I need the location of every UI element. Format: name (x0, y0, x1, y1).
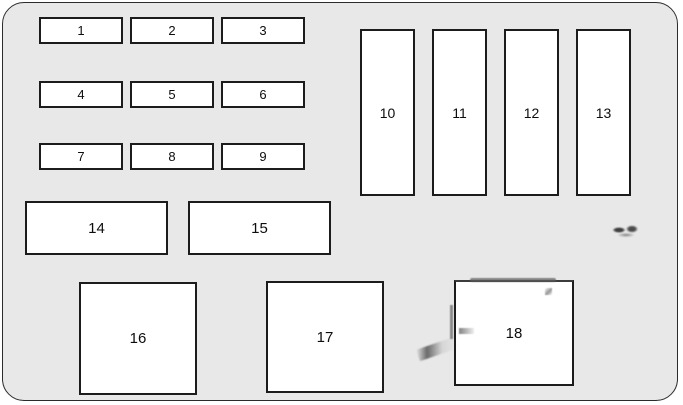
fuse-slot-label: 7 (77, 149, 85, 164)
fuse-slot-label: 15 (251, 219, 268, 237)
fuse-slot-1[interactable]: 1 (39, 17, 123, 44)
fuse-slot-label: 6 (259, 87, 267, 102)
fuse-slot-label: 16 (129, 330, 147, 347)
fuse-slot-label: 12 (523, 104, 540, 121)
fuse-slot-15[interactable]: 15 (188, 201, 331, 255)
fuse-slot-11[interactable]: 11 (432, 29, 487, 196)
fuse-slot-6[interactable]: 6 (221, 81, 305, 108)
fuse-slot-label: 4 (77, 87, 85, 102)
fuse-slot-3[interactable]: 3 (221, 17, 305, 44)
fuse-slot-12[interactable]: 12 (504, 29, 559, 196)
fuse-slot-label: 10 (379, 104, 396, 121)
fuse-slot-label: 9 (259, 149, 267, 164)
fuse-slot-4[interactable]: 4 (39, 81, 123, 108)
fuse-slot-17[interactable]: 17 (266, 281, 384, 393)
fuse-slot-7[interactable]: 7 (39, 143, 123, 170)
fuse-slot-label: 18 (505, 324, 523, 342)
fuse-slot-10[interactable]: 10 (360, 29, 415, 196)
fuse-slot-label: 2 (168, 23, 176, 38)
fuse-slot-16[interactable]: 16 (79, 282, 197, 395)
fuse-slot-5[interactable]: 5 (130, 81, 214, 108)
fuse-slot-label: 17 (316, 328, 334, 346)
fuse-slot-label: 11 (452, 104, 467, 121)
fuse-slot-label: 1 (77, 23, 85, 38)
fuse-slot-label: 13 (595, 104, 612, 121)
fuse-slot-8[interactable]: 8 (130, 143, 214, 170)
fuse-slot-18[interactable]: 18 (454, 278, 574, 386)
fuse-slot-label: 14 (88, 219, 105, 237)
fuse-slot-2[interactable]: 2 (130, 17, 214, 44)
fuse-slot-14[interactable]: 14 (25, 201, 168, 255)
fuse-slot-label: 5 (168, 87, 176, 102)
fuse-slot-13[interactable]: 13 (576, 29, 631, 196)
fuse-slot-label: 8 (168, 149, 176, 164)
fuse-slot-18-rough-top-edge (470, 278, 556, 282)
fuse-slot-9[interactable]: 9 (221, 143, 305, 170)
fuse-slot-label: 3 (259, 23, 267, 38)
